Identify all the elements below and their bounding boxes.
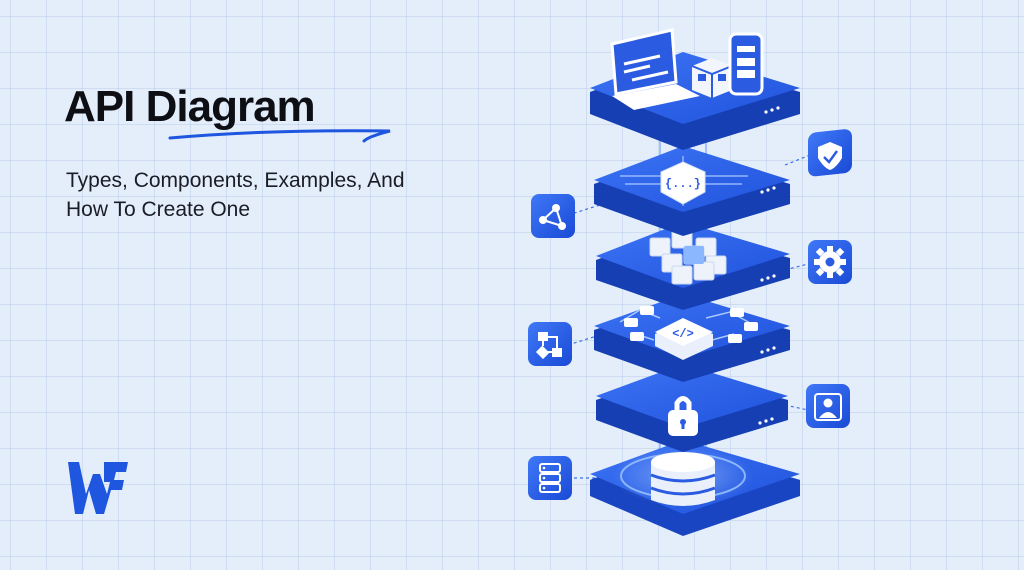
title-part-diagram: Diagram (145, 82, 316, 131)
database-icon (650, 452, 716, 506)
cubes-icon (649, 229, 727, 285)
layer-components (596, 222, 790, 310)
flowchart-icon (528, 322, 572, 366)
page-title: API Diagram (64, 82, 316, 132)
phone-icon (728, 32, 764, 96)
shield-check-icon (808, 129, 852, 177)
gear-icon (808, 240, 852, 284)
title-underline (168, 129, 391, 143)
json-badge-text: {...} (665, 177, 701, 191)
brand-logo (68, 462, 128, 514)
lock-icon (668, 396, 698, 436)
side-connectors (567, 154, 811, 479)
page-subtitle: Types, Components, Examples, And How To … (66, 169, 405, 221)
laptop-icon (610, 28, 700, 110)
share-icon (531, 194, 575, 238)
user-icon (806, 384, 850, 428)
json-icon: {...} (660, 161, 706, 205)
cube-icon (691, 58, 733, 98)
title-part-api: API (64, 82, 135, 131)
server-icon (528, 456, 572, 500)
code-badge-text: </> (672, 327, 694, 341)
code-icon: </> (655, 318, 713, 360)
